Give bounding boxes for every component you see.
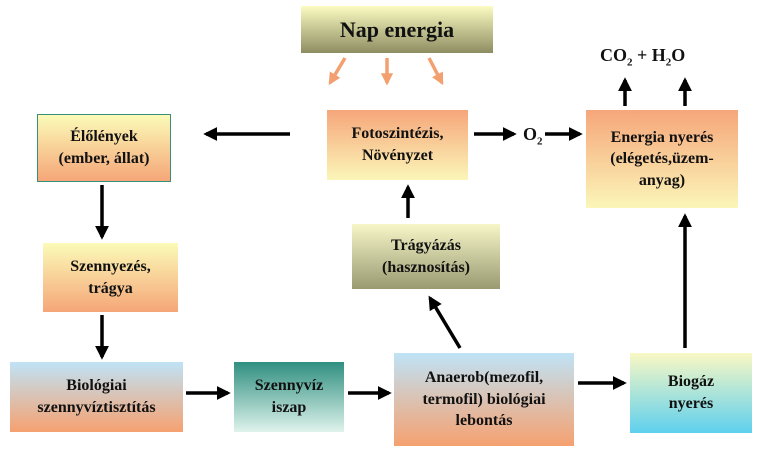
o2-label: O2 [523,124,543,148]
node-fotoszintezis: Fotoszintézis, Növényzet [327,110,468,180]
o2-base: O [523,124,538,144]
node-szennyviz-label: Szennyvíz iszap [254,377,324,416]
products-label: CO2 + H2O [600,45,685,69]
sun-ray-arrow-right [427,57,444,86]
co2-sub: 2 [627,56,633,69]
co2-base: CO [600,45,627,65]
title-text: Nap energia [339,16,455,42]
node-anaerob-label: Anaerob(mezofil, termofil) biológiai leb… [422,369,546,430]
arrow-anaerob-to-tragyazas [428,295,462,349]
node-szennyezes-label: Szennyezés, trágya [70,257,151,297]
node-biogaz: Biogáz nyerés [630,353,752,433]
o2-sub: 2 [537,135,543,148]
node-energia-label: Energia nyerés (elégetés,üzem- anyag) [610,128,714,189]
node-biogaz-label: Biogáz nyerés [667,373,715,412]
node-szennyezes: Szennyezés, trágya [43,243,178,312]
node-biologiai: Biológiai szennyvíztisztítás [10,362,183,432]
node-tragyazas: Trágyázás (hasznosítás) [352,224,500,289]
node-tragyazas-label: Trágyázás (hasznosítás) [381,236,470,276]
node-anaerob: Anaerob(mezofil, termofil) biológiai leb… [394,353,574,446]
h2o-o: O [671,45,686,65]
node-biologiai-label: Biológiai szennyvíztisztítás [37,377,156,416]
node-elolenyek-label: Élőlények (ember, állat) [58,128,150,167]
node-fotoszintezis-label: Fotoszintézis, Növényzet [351,125,444,164]
title-box: Nap energia [301,6,493,53]
plus-sign: + [632,45,652,65]
node-elolenyek: Élőlények (ember, állat) [37,114,171,182]
h2o-sub: 2 [665,56,672,69]
h2o-h: H [651,45,666,65]
sun-ray-arrow-left [328,57,347,86]
node-szennyviz: Szennyvíz iszap [234,362,344,432]
node-energia: Energia nyerés (elégetés,üzem- anyag) [586,110,738,208]
